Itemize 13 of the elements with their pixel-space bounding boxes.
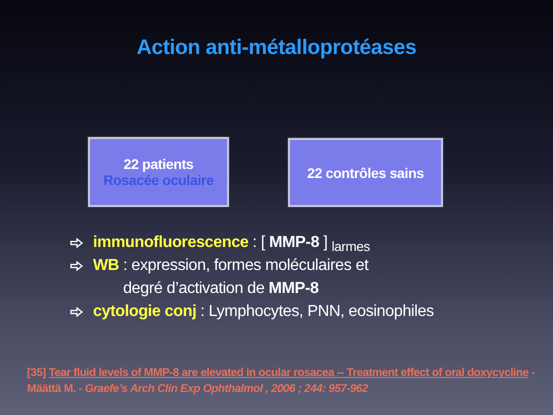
bullet-keyword: WB [93,256,120,276]
group-subtitle: Rosacée oculaire [103,172,214,188]
group-label: 22 patients [124,156,194,172]
bullet-text: : expression, formes moléculaires et degré d’activation de MMP-8 [123,256,370,299]
group-label: 22 contrôles sains [307,164,424,180]
bullet-text: : [ MMP-8 ] $_{larmes}$ [252,233,370,256]
group-box [88,137,229,207]
bullet-text: : Lymphocytes, PNN, eosinophiles [200,302,434,322]
bullet-keyword: cytologie conj [93,302,196,322]
slide-title: Action anti-métalloprotéases [136,36,418,60]
group-box [288,138,443,207]
reference-text: [35] Tear fluid levels of MMP-8 are elevated in ocular rosacea -- Treatment effect of oral doxycycline - Määttä M. - Graefe’s Arch Clin Exp Ophthalmol , 2006 ; 244: 957-962 [27,366,536,397]
bullet-keyword: immunofluorescence [93,233,249,253]
